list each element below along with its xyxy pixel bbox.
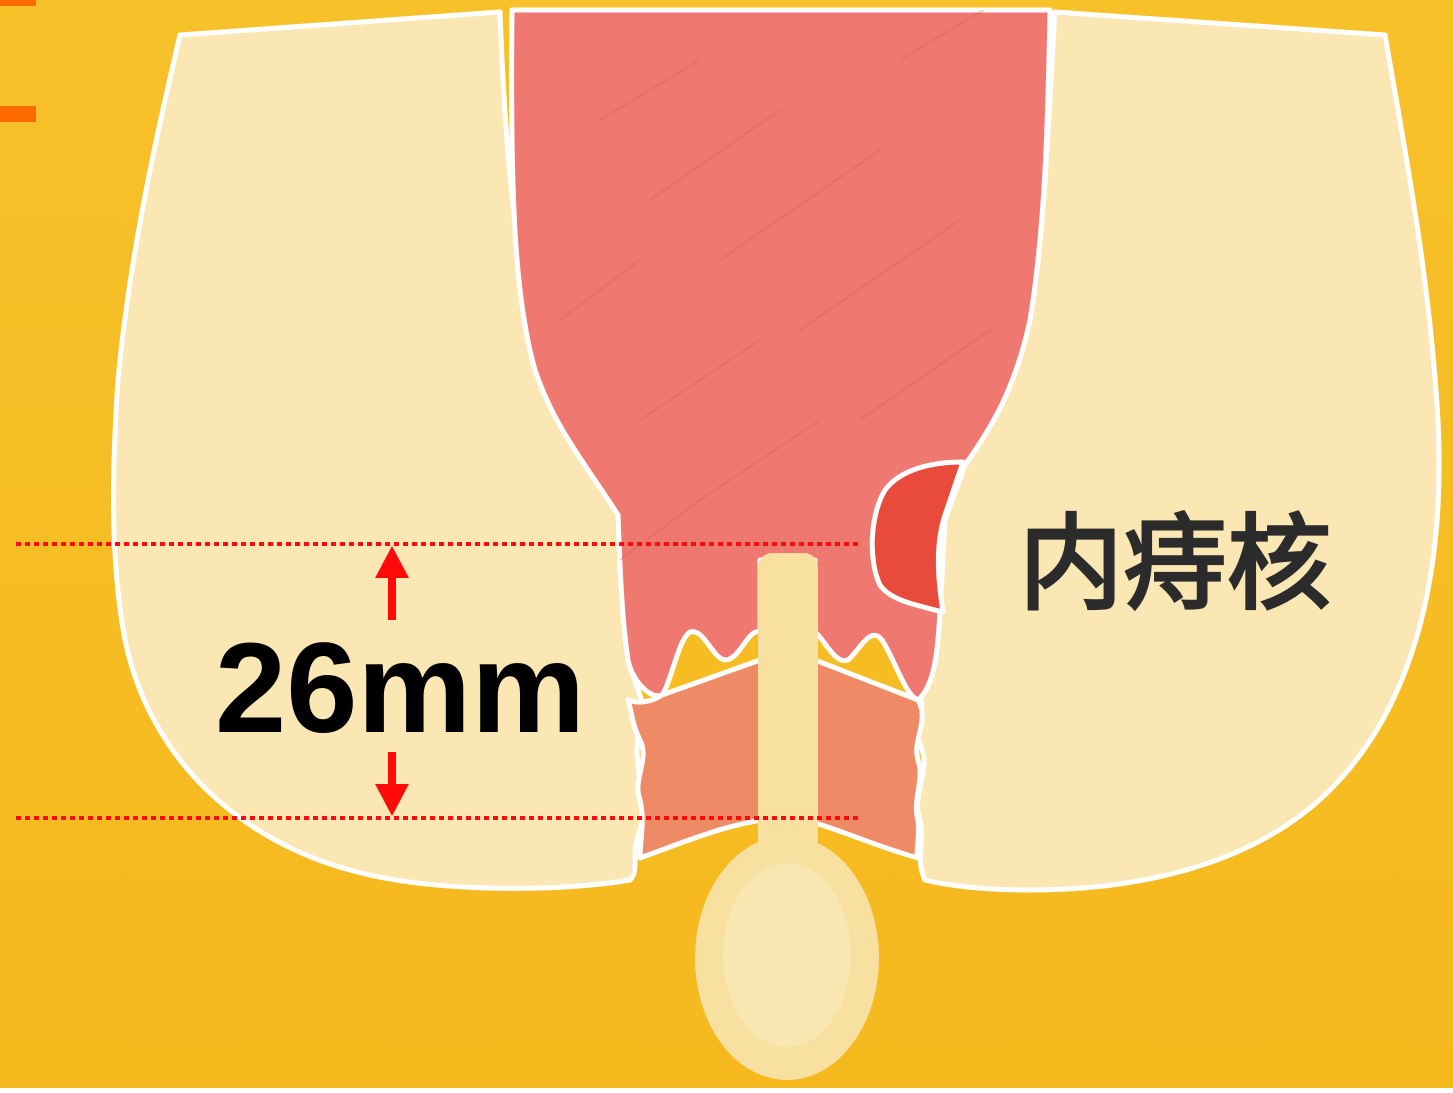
measurement-label: 26mm <box>215 617 585 760</box>
corner-mark-bottom <box>0 106 36 122</box>
device-bulb-highlight <box>723 863 851 1047</box>
corner-mark-top <box>0 0 36 6</box>
hemorrhoid-label: 内痔核 <box>1019 503 1331 625</box>
device-stick <box>758 553 818 853</box>
